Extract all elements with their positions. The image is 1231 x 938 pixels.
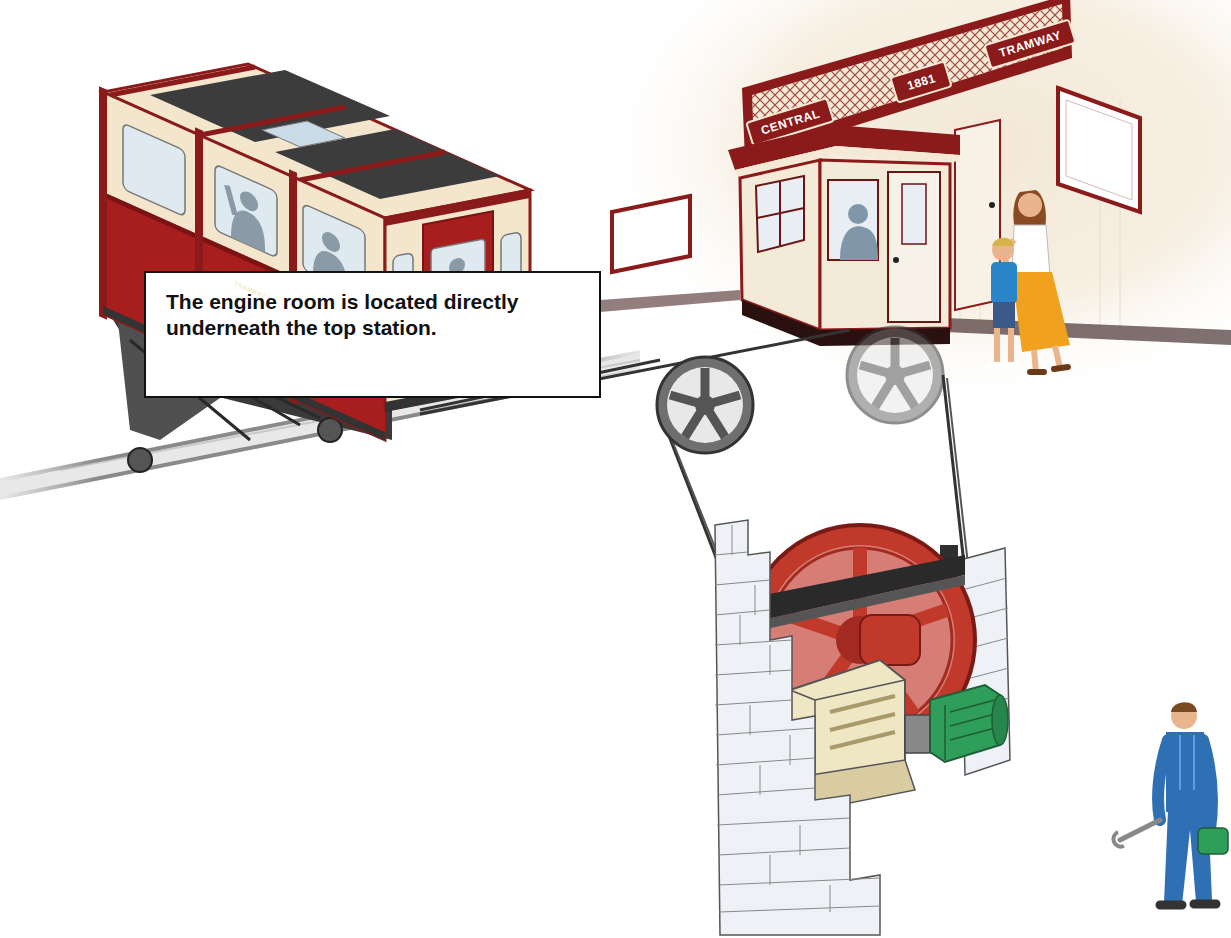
station-interior <box>590 0 1231 420</box>
pulley-wheel <box>847 327 943 423</box>
maintenance-worker <box>1113 702 1228 905</box>
ticket-booth <box>728 125 960 346</box>
pulley-wheel <box>657 357 753 453</box>
passengers <box>990 190 1070 372</box>
text-box: The engine room is located directly unde… <box>144 271 601 398</box>
engine-room <box>715 520 1010 935</box>
note-text: The engine room is located directly unde… <box>166 289 579 340</box>
tram-car <box>103 64 530 472</box>
